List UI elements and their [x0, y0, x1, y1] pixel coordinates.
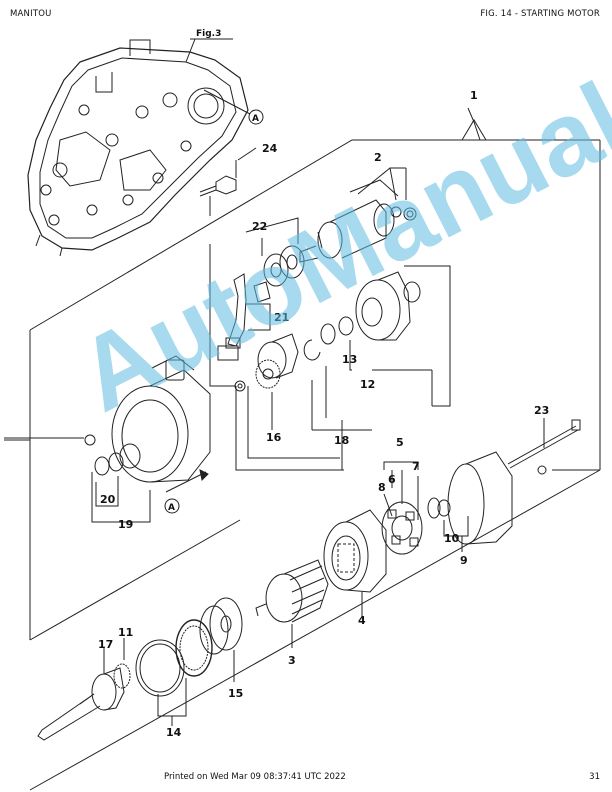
callout-22: 22 [252, 220, 267, 233]
part-24-bolt [199, 160, 237, 197]
part-19-drive-housing [84, 355, 211, 483]
footer-printed: Printed on Wed Mar 09 08:37:41 UTC 2022 [164, 772, 346, 782]
part-23-through-bolt [507, 419, 581, 469]
callout-21: 21 [274, 311, 289, 324]
callout-8: 8 [378, 481, 386, 494]
callout-20: 20 [100, 493, 116, 506]
callout-a-top: A [252, 114, 259, 124]
part-3-armature [255, 559, 329, 648]
callout-a-bottom: A [168, 503, 175, 513]
callout-15: 15 [228, 687, 243, 700]
callout-2: 2 [374, 151, 382, 164]
callout-14: 14 [166, 726, 182, 739]
part-2-solenoid [299, 179, 417, 263]
callout-5: 5 [396, 436, 404, 449]
part-17-output-shaft [37, 663, 131, 741]
callout-24: 24 [262, 142, 278, 155]
callout-6: 6 [388, 473, 396, 486]
callout-17: 17 [98, 638, 113, 651]
callout-1: 1 [470, 89, 478, 102]
callout-19: 19 [118, 518, 133, 531]
callout-10: 10 [444, 532, 460, 545]
part-13-sleeve [303, 316, 354, 361]
header-brand: MANITOU [10, 9, 52, 19]
page-number: 31 [589, 772, 600, 782]
part-15-plate [199, 597, 243, 655]
callout-23: 23 [534, 404, 549, 417]
flywheel-housing [27, 39, 249, 257]
part-16-pinion-clutch [234, 333, 299, 392]
part-5-brush-holder [381, 501, 423, 555]
callout-4: 4 [358, 614, 366, 627]
callout-11: 11 [118, 626, 133, 639]
part-12-gear-housing [355, 271, 421, 341]
callout-7: 7 [412, 460, 420, 473]
part-9-rear-cover [437, 451, 547, 545]
figure-ref-label: Fig.3 [196, 29, 221, 39]
part-14-internal-gear [135, 619, 213, 697]
callout-13: 13 [342, 353, 357, 366]
part-21-shift-lever [217, 273, 271, 361]
callout-12: 12 [360, 378, 375, 391]
part-22-washers [263, 245, 305, 287]
callout-9: 9 [460, 554, 468, 567]
part-4-yoke [323, 509, 387, 593]
header-title: FIG. 14 - STARTING MOTOR [480, 9, 600, 19]
callout-3: 3 [288, 654, 296, 667]
callout-16: 16 [266, 431, 282, 444]
callout-18: 18 [334, 434, 349, 447]
